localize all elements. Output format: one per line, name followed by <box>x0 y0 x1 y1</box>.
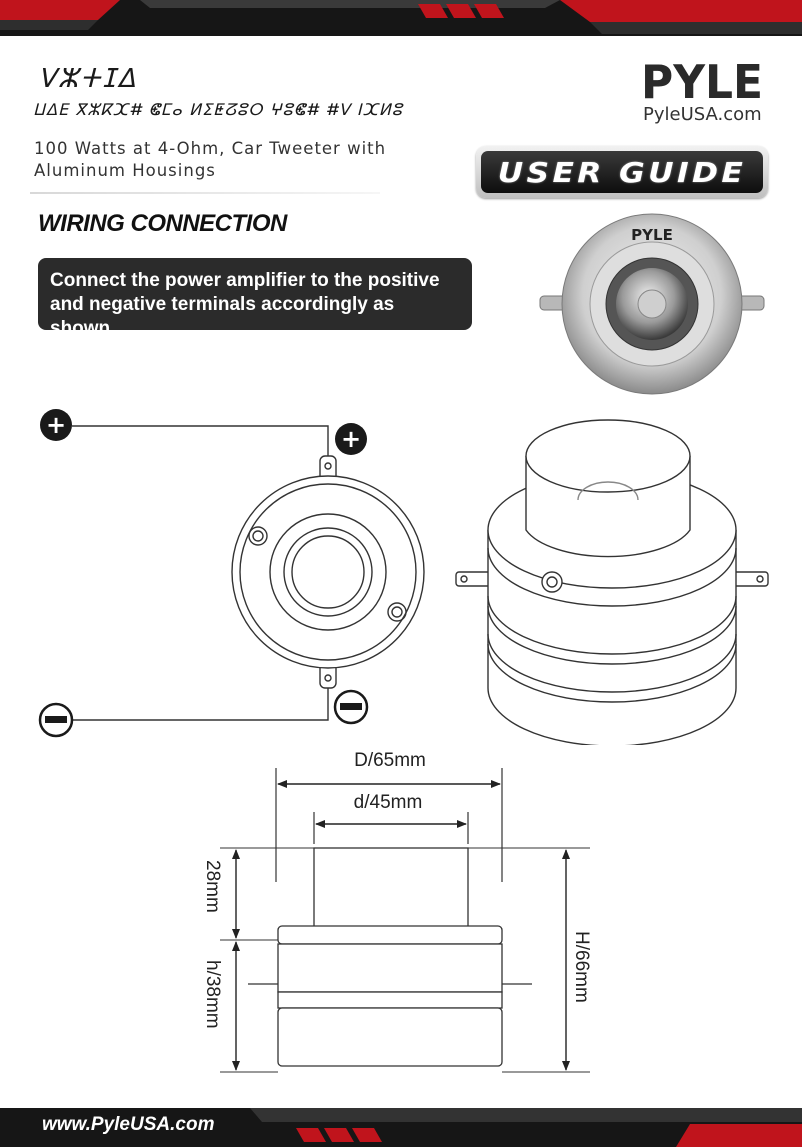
tweeter-side-view <box>455 419 769 745</box>
dimension-diagram: D/65mm d/45mm 28mm h/38mm H/66mm <box>202 750 592 1073</box>
footer-website-link[interactable]: www.PyleUSA.com <box>42 1114 215 1135</box>
outer-diameter-dimension: D/65mm <box>275 750 503 882</box>
user-guide-label: USER GUIDE <box>497 155 747 189</box>
product-description: 100 Watts at 4-Ohm, Car Tweeter with Alu… <box>34 139 387 180</box>
user-guide-badge: USER GUIDE <box>476 146 768 198</box>
body-height-dimension: h/38mm <box>202 941 278 1073</box>
body-height-label: h/38mm <box>202 960 223 1029</box>
inner-diameter-label: d/45mm <box>354 792 423 813</box>
wiring-heading: WIRING CONNECTION <box>38 210 287 237</box>
total-height-dimension: H/66mm <box>468 847 592 1073</box>
svg-text:+: + <box>341 425 361 453</box>
brand-website: PyleUSA.com <box>643 104 762 125</box>
top-decorative-bar <box>0 0 802 36</box>
bottom-bar-graphic <box>250 1108 802 1147</box>
tweeter-elevation <box>248 847 532 1067</box>
user-guide-badge-inner: USER GUIDE <box>481 151 763 193</box>
top-height-label: 28mm <box>202 860 223 913</box>
pyle-logo-text: PYLE <box>641 58 763 102</box>
wiring-diagram: + + <box>38 409 769 745</box>
description-divider <box>30 192 380 194</box>
positive-icon: + <box>335 423 367 455</box>
bottom-decorative-bar <box>0 1108 802 1147</box>
positive-wire <box>72 425 329 458</box>
tweeter-front-view <box>231 455 425 689</box>
model-code: ⴸⵣⵜⵊⵠ <box>38 64 138 94</box>
negative-wire <box>72 684 329 721</box>
instruction-text: Connect the power amplifier to the posit… <box>50 270 440 339</box>
instruction-box: Connect the power amplifier to the posit… <box>38 258 472 339</box>
top-bar-graphic <box>0 0 802 34</box>
negative-icon <box>38 702 74 738</box>
top-height-dimension: 28mm <box>202 847 314 941</box>
pyle-logo: PYLE <box>641 58 763 102</box>
total-height-label: H/66mm <box>571 931 592 1003</box>
tweeter-photo: PYLE <box>539 213 765 395</box>
model-subtitle: ⵡⵠⴹ ⴳⵣⴽⵋⵌ ⵞⵎⴰ ⵍⵉⵟⵒⵓⵔ ⵖⵓⵞⵌ ⵌⴸ ⵏⵋⵍⵓ <box>33 100 403 119</box>
positive-icon: + <box>40 409 72 441</box>
svg-text:+: + <box>46 411 66 439</box>
photo-logo: PYLE <box>631 226 673 244</box>
inner-diameter-dimension: d/45mm <box>313 792 469 844</box>
outer-diameter-label: D/65mm <box>354 750 426 771</box>
negative-icon <box>333 689 369 725</box>
